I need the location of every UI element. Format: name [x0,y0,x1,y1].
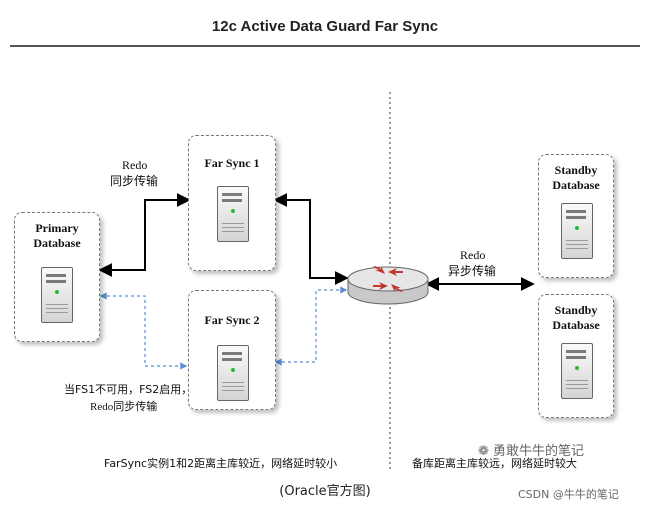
far-sync-1-node: Far Sync 1 [188,135,276,271]
standby-2-label-line2: Database [552,318,600,332]
far-sync-2-node: Far Sync 2 [188,290,276,410]
redo-async-label-line2: 异步传输 [448,264,497,278]
standby-1-label-line1: Standby [554,163,598,177]
redo-sync-label-line2: 同步传输 [110,174,159,188]
server-icon [561,203,593,259]
link-farsync2-router [274,286,348,366]
standby-database-1-node: Standby Database [538,154,614,278]
fs2-failover-note-line1: 当FS1不可用，FS2启用， [64,383,193,396]
csdn-watermark: CSDN @牛牛的笔记 [518,488,619,501]
primary-database-node: Primary Database [14,212,100,342]
standby-1-label-line2: Database [552,178,600,192]
server-icon [41,267,73,323]
bottom-left-note: FarSync实例1和2距离主库较近，网络延时较小 [104,457,338,470]
title-divider [10,45,640,47]
router-icon [347,266,429,305]
far-sync-2-label: Far Sync 2 [204,313,260,327]
primary-label-line2: Database [33,236,81,250]
standby-database-2-node: Standby Database [538,294,614,418]
wechat-watermark-text: 勇敢牛牛的笔记 [493,444,585,459]
redo-sync-label-line1: Redo [122,158,148,172]
server-icon [561,343,593,399]
figure-caption: (Oracle官方图) [279,484,371,499]
wechat-watermark: ❁ 勇敢牛牛的笔记 [478,440,584,459]
primary-label-line1: Primary [35,221,79,235]
link-primary-farsync2 [99,292,188,370]
diagram-title: 12c Active Data Guard Far Sync [211,18,439,35]
server-icon [217,186,249,242]
bottom-right-note: 备库距离主库较远，网络延时较大 [412,457,577,470]
link-farsync1-router [273,193,349,285]
redo-async-label-line1: Redo [460,248,486,262]
server-icon [217,345,249,401]
link-primary-farsync1 [98,193,191,277]
fs2-failover-note-line2: Redo同步传输 [90,401,158,413]
wechat-icon: ❁ [478,444,494,459]
standby-2-label-line1: Standby [554,303,598,317]
far-sync-1-label: Far Sync 1 [204,156,260,170]
